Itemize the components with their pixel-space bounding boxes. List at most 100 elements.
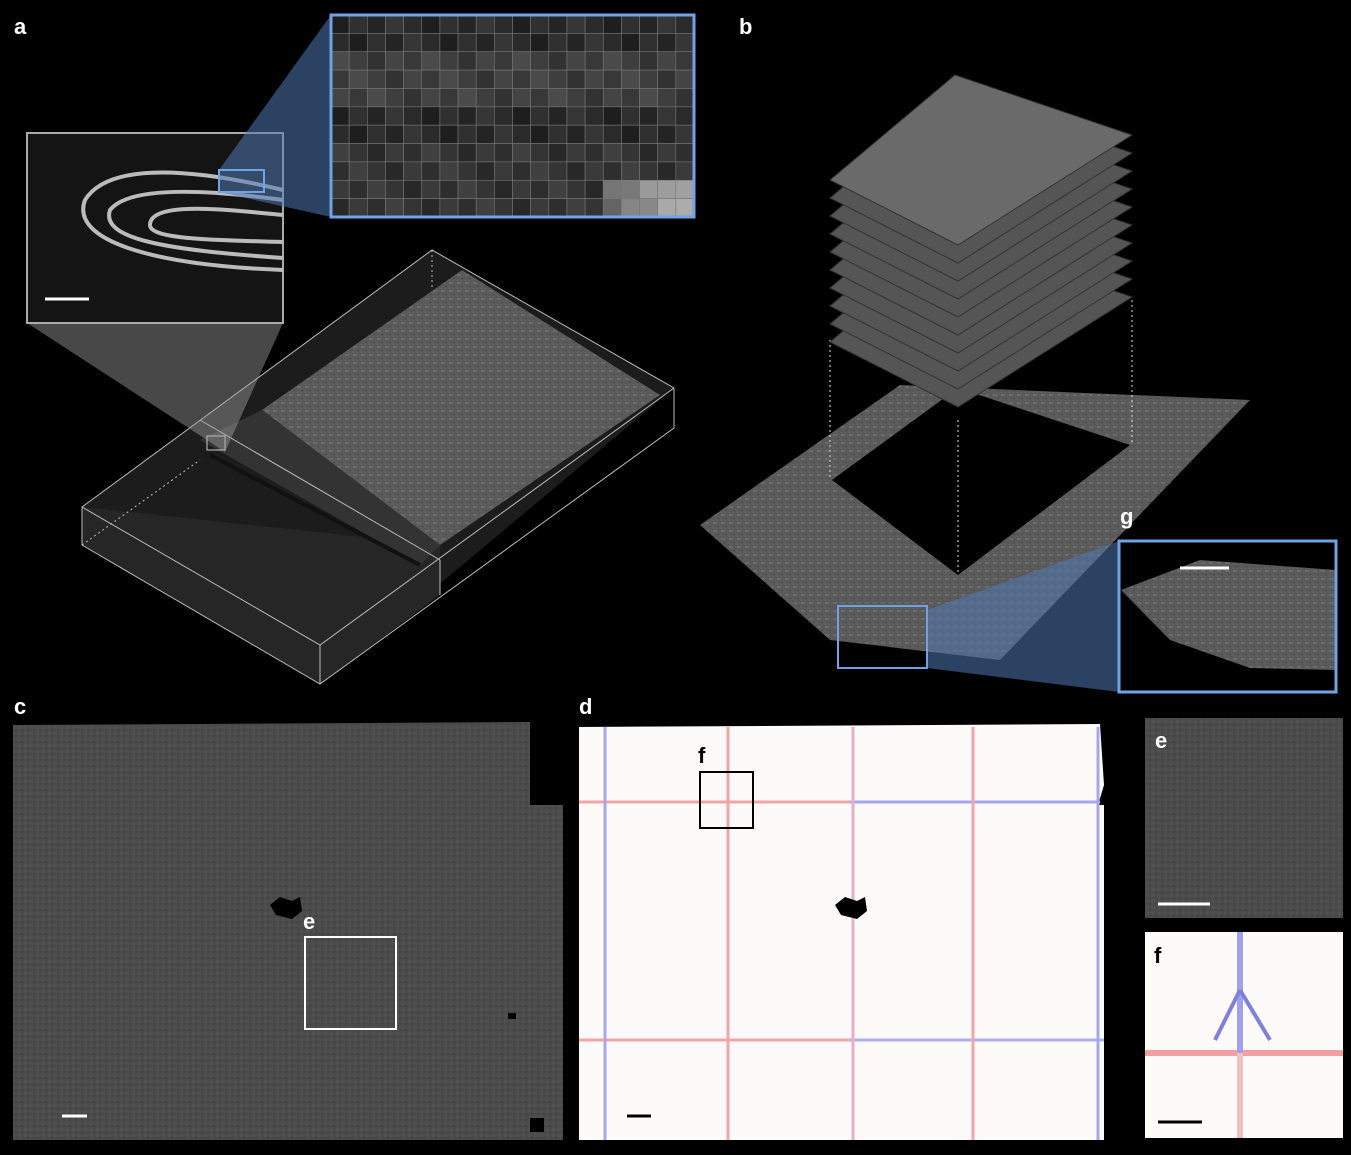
region-label-f: f bbox=[698, 743, 706, 768]
voxel-cell bbox=[494, 106, 513, 126]
voxel-cell bbox=[548, 143, 568, 163]
voxel-cell bbox=[385, 69, 404, 89]
voxel-cell bbox=[475, 179, 495, 199]
voxel-cell bbox=[403, 69, 423, 89]
panel-label-e: e bbox=[1155, 728, 1167, 753]
voxel-cell bbox=[639, 51, 658, 71]
voxel-cell bbox=[512, 69, 531, 89]
voxel-cell bbox=[602, 124, 622, 144]
voxel-cell bbox=[348, 69, 368, 89]
voxel-cell bbox=[530, 161, 550, 181]
voxel-cell bbox=[348, 106, 368, 126]
voxel-cell bbox=[566, 198, 586, 218]
letter-fold-cross-section bbox=[81, 170, 284, 272]
fold-strain-map bbox=[579, 724, 1104, 1140]
voxel-cell bbox=[657, 161, 677, 181]
panel-label-d: d bbox=[579, 694, 592, 719]
voxel-cell bbox=[675, 198, 695, 218]
voxel-cell bbox=[366, 198, 386, 218]
voxel-cell bbox=[639, 161, 658, 181]
voxel-cell bbox=[457, 161, 477, 181]
voxel-cell bbox=[602, 161, 622, 181]
voxel-cell bbox=[457, 179, 477, 199]
voxel-cell bbox=[602, 106, 622, 126]
voxel-cell bbox=[530, 88, 550, 108]
voxel-cell bbox=[421, 33, 441, 53]
voxel-cell bbox=[385, 161, 404, 181]
voxel-cell bbox=[566, 51, 586, 71]
voxel-cell bbox=[566, 124, 586, 144]
voxel-cell bbox=[639, 143, 658, 163]
voxel-cell bbox=[494, 88, 513, 108]
voxel-cell bbox=[348, 14, 368, 34]
fold-junction-image bbox=[1145, 932, 1343, 1138]
zoom-projection-g bbox=[927, 541, 1119, 692]
zoom-projection-blue bbox=[219, 15, 331, 217]
voxel-cell bbox=[584, 51, 604, 71]
panel-label-b: b bbox=[739, 14, 752, 39]
voxel-cell bbox=[403, 143, 423, 163]
voxel-cell bbox=[657, 179, 677, 199]
voxel-cell bbox=[512, 198, 531, 218]
voxel-cell bbox=[548, 69, 568, 89]
voxel-cell bbox=[512, 88, 531, 108]
voxel-cell bbox=[530, 198, 550, 218]
voxel-cell bbox=[621, 161, 640, 181]
voxel-cell bbox=[530, 106, 550, 126]
voxel-cell bbox=[512, 143, 531, 163]
voxel-grid-frame bbox=[329, 13, 696, 219]
voxel-cell bbox=[421, 88, 441, 108]
voxel-cell bbox=[602, 14, 622, 34]
voxel-cell bbox=[366, 33, 386, 53]
voxel-cell bbox=[530, 51, 550, 71]
voxel-cell bbox=[366, 124, 386, 144]
region-label-e: e bbox=[303, 909, 315, 934]
voxel-cell bbox=[566, 143, 586, 163]
voxel-cell bbox=[675, 124, 695, 144]
voxel-cell bbox=[494, 161, 513, 181]
voxel-cell bbox=[657, 124, 677, 144]
voxel-cell bbox=[657, 33, 677, 53]
voxel-cell bbox=[457, 33, 477, 53]
voxel-cell bbox=[403, 161, 423, 181]
voxel-cell bbox=[457, 51, 477, 71]
voxel-cell bbox=[584, 88, 604, 108]
voxel-cell bbox=[602, 198, 622, 218]
voxel-cell bbox=[494, 69, 513, 89]
fold-lines bbox=[579, 727, 1104, 1140]
voxel-cell bbox=[330, 198, 350, 218]
voxel-cell bbox=[330, 69, 350, 89]
virtual-unfolding-image bbox=[13, 722, 563, 1140]
voxel-cell bbox=[385, 143, 404, 163]
voxel-cell bbox=[348, 51, 368, 71]
voxel-cell bbox=[439, 106, 459, 126]
voxel-cell bbox=[584, 161, 604, 181]
base-cutout bbox=[832, 388, 1130, 575]
voxel-cell bbox=[602, 88, 622, 108]
voxel-cell bbox=[330, 106, 350, 126]
text-detail-image bbox=[1145, 718, 1343, 918]
voxel-cell bbox=[403, 33, 423, 53]
voxel-cell bbox=[421, 198, 441, 218]
voxel-cell bbox=[475, 69, 495, 89]
voxel-cell bbox=[348, 179, 368, 199]
voxel-cell bbox=[584, 198, 604, 218]
voxel-cell bbox=[512, 124, 531, 144]
voxel-cell bbox=[548, 161, 568, 181]
voxel-cell bbox=[657, 198, 677, 218]
voxel-cell bbox=[385, 33, 404, 53]
voxel-cell bbox=[475, 51, 495, 71]
voxel-cell bbox=[548, 33, 568, 53]
voxel-cell bbox=[584, 14, 604, 34]
voxel-cell bbox=[548, 14, 568, 34]
voxel-cell bbox=[530, 179, 550, 199]
holes bbox=[270, 897, 544, 1132]
voxel-cell bbox=[348, 198, 368, 218]
voxel-cell bbox=[584, 124, 604, 144]
voxel-cell bbox=[512, 179, 531, 199]
voxel-cell bbox=[657, 14, 677, 34]
voxel-cell bbox=[457, 14, 477, 34]
voxel-cell bbox=[584, 33, 604, 53]
pixel-region-marker bbox=[218, 169, 265, 193]
